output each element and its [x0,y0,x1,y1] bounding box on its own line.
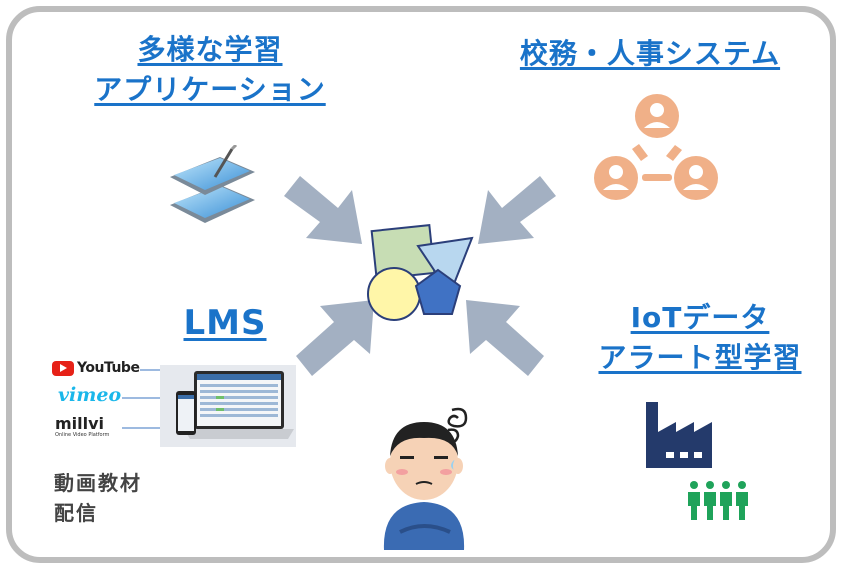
arrow-from-school [478,176,556,244]
triangle-shape [416,236,474,297]
arrow-from-apps [284,176,362,244]
arrow-from-iot [466,300,544,376]
people-group-icon [688,481,748,520]
iot-label-line2: アラート型学習 [598,341,802,374]
tablet-apps-icon [170,145,255,223]
video-label-line2: 配信 [54,501,98,525]
iot-label[interactable]: IoTデータ アラート型学習 [570,298,830,378]
video-label-line1: 動画教材 [54,471,142,495]
school-affairs-label[interactable]: 校務・人事システム [519,37,781,70]
lms-label[interactable]: LMS [183,303,267,343]
youtube-play-icon [52,360,74,376]
youtube-wordmark: YouTube [77,360,140,376]
millvi-logo: millvi Online Video Platform [55,416,109,439]
apps-label-line1: 多様な学習 [137,33,283,66]
vimeo-logo: vimeo [58,384,122,406]
apps-label[interactable]: 多様な学習 アプリケーション [70,30,350,110]
millvi-tagline: Online Video Platform [55,432,110,438]
worried-person-illustration [383,407,468,550]
youtube-logo: YouTube [52,360,140,376]
people-network-icon [594,94,718,200]
pentagon-shape [414,268,462,315]
laptop-devices-image [160,365,296,447]
iot-label-line1: IoTデータ [630,301,770,334]
factory-icon [646,402,712,468]
apps-label-line2: アプリケーション [94,73,326,106]
data-hub-shapes-icon [367,224,474,321]
millvi-wordmark: millvi [55,414,105,433]
arrow-from-lms [296,300,374,376]
video-label: 動画教材 配信 [54,468,142,528]
swirl-icon [447,407,468,428]
